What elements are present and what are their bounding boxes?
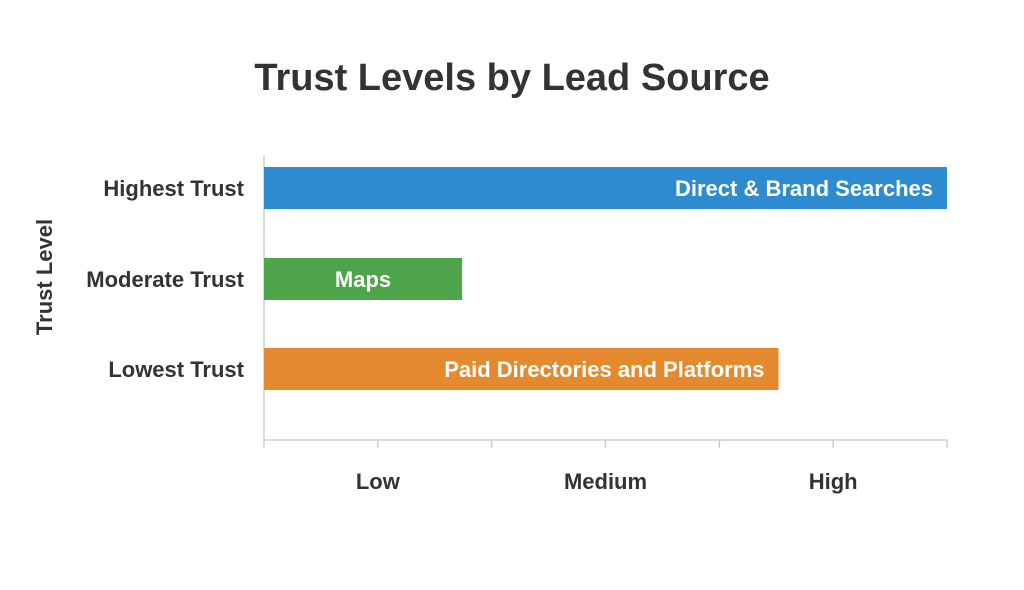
bar-0 [264,167,947,209]
y-category-label-0: Highest Trust [103,176,244,201]
y-category-label-1: Moderate Trust [86,267,244,292]
bar-2 [264,348,779,390]
x-tick-label-2: High [809,469,858,494]
x-tick-label-0: Low [356,469,401,494]
bar-label-0: Direct & Brand Searches [675,176,933,201]
y-category-label-2: Lowest Trust [108,357,244,382]
chart-title: Trust Levels by Lead Source [254,57,769,99]
plot-area: Low Medium High Highest Trust Direct & Brand… [86,155,948,494]
bar-label-1: Maps [335,267,391,292]
bar-label-2: Paid Directories and Platforms [444,357,764,382]
y-axis-label: Trust Level [32,219,57,335]
x-tick-label-1: Medium [564,469,647,494]
bar-1 [264,258,463,300]
